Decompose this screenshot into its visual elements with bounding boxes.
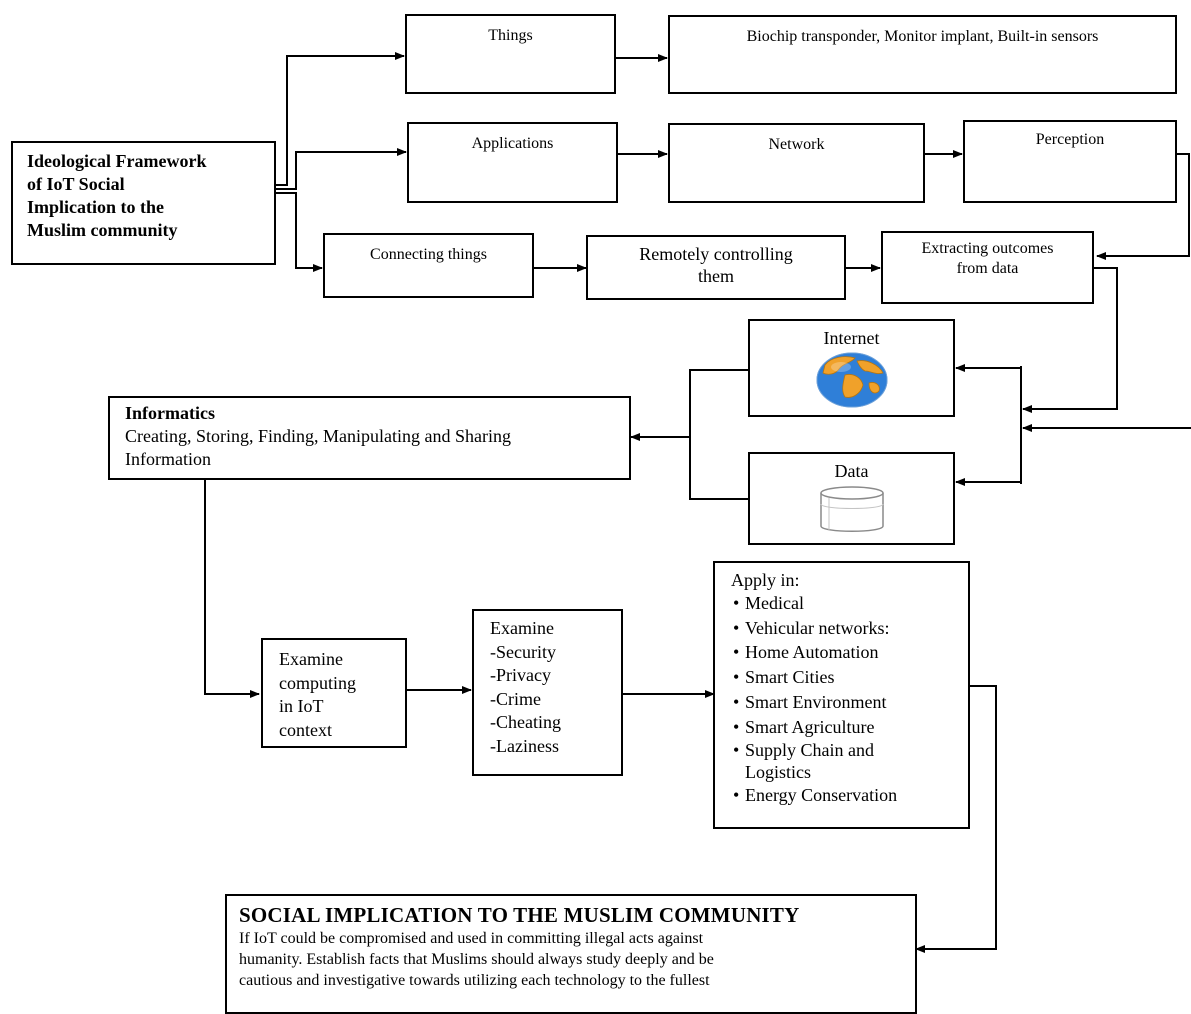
examine-issue-item: -Laziness [490,735,559,756]
things-box: Things [405,14,616,94]
apply-in-title: Apply in: [731,570,800,590]
examine-computing-line: context [279,719,332,740]
apply-item: Smart Agriculture [715,715,968,740]
network-box: Network [668,123,925,203]
network-label: Network [768,136,825,153]
social-implication-box: SOCIAL IMPLICATION TO THE MUSLIM COMMUNI… [225,894,917,1014]
apply-in-box: Apply in: Medical Vehicular networks: Ho… [713,561,970,829]
examine-issue-item: -Privacy [490,665,551,685]
examine-computing-line: Examine [279,649,343,669]
remote-control-line: Remotely controlling [639,244,793,264]
connecting-things-label: Connecting things [370,246,487,263]
informatics-line: Information [125,449,211,469]
remote-control-box: Remotely controlling them [586,235,846,300]
examine-issues-box: Examine -Security -Privacy -Crime -Cheat… [472,609,623,776]
extracting-outcomes-box: Extracting outcomes from data [881,231,1094,304]
data-box: Data [748,452,955,545]
globe-icon [816,352,887,408]
social-implication-line: humanity. Establish facts that Muslims s… [239,951,714,968]
examine-issue-item: -Cheating [490,712,561,732]
informatics-line: Creating, Storing, Finding, Manipulating… [125,426,511,446]
devices-label: Biochip transponder, Monitor implant, Bu… [746,28,1099,45]
informatics-title: Informatics [125,403,215,423]
extracting-outcomes-line: Extracting outcomes [921,240,1054,257]
social-implication-title: SOCIAL IMPLICATION TO THE MUSLIM COMMUNI… [239,903,800,927]
data-label: Data [834,461,869,481]
devices-box: Biochip transponder, Monitor implant, Bu… [668,15,1177,94]
examine-issue-item: -Security [490,641,556,662]
apply-item: Medical [715,591,968,616]
framework-title-line: of IoT Social [27,174,125,194]
apply-item: Supply Chain and Logistics [715,739,968,783]
connecting-things-box: Connecting things [323,233,534,298]
perception-box: Perception [963,120,1177,203]
internet-label: Internet [823,328,880,348]
apply-item: Smart Cities [715,665,968,690]
apply-item-continuation: Logistics [745,762,811,783]
remote-control-line: them [698,266,734,286]
framework-box: Ideological Framework of IoT Social Impl… [11,141,276,265]
informatics-box: Informatics Creating, Storing, Finding, … [108,396,631,480]
apply-item: Vehicular networks: [715,616,968,641]
examine-computing-line: in IoT [279,696,324,716]
database-icon [819,486,884,532]
framework-title-line: Muslim community [27,220,178,240]
examine-computing-line: computing [279,672,356,693]
apply-in-list: Medical Vehicular networks: Home Automat… [715,591,968,808]
framework-title-line: Ideological Framework [27,151,207,171]
apply-item: Energy Conservation [715,783,968,808]
things-label: Things [488,27,533,44]
applications-box: Applications [407,122,618,203]
extracting-outcomes-line: from data [956,260,1019,277]
apply-item-text: Supply Chain and [745,740,874,761]
internet-box: Internet [748,319,955,417]
social-implication-line: If IoT could be compromised and used in … [239,930,704,947]
examine-computing-box: Examine computing in IoT context [261,638,407,748]
examine-issues-title: Examine [490,618,554,638]
apply-item: Smart Environment [715,690,968,715]
applications-label: Applications [471,135,554,152]
perception-label: Perception [1035,131,1105,148]
framework-title-line: Implication to the [27,197,164,217]
social-implication-line: cautious and investigative towards utili… [239,972,710,989]
examine-issue-item: -Crime [490,688,541,709]
apply-item: Home Automation [715,640,968,665]
